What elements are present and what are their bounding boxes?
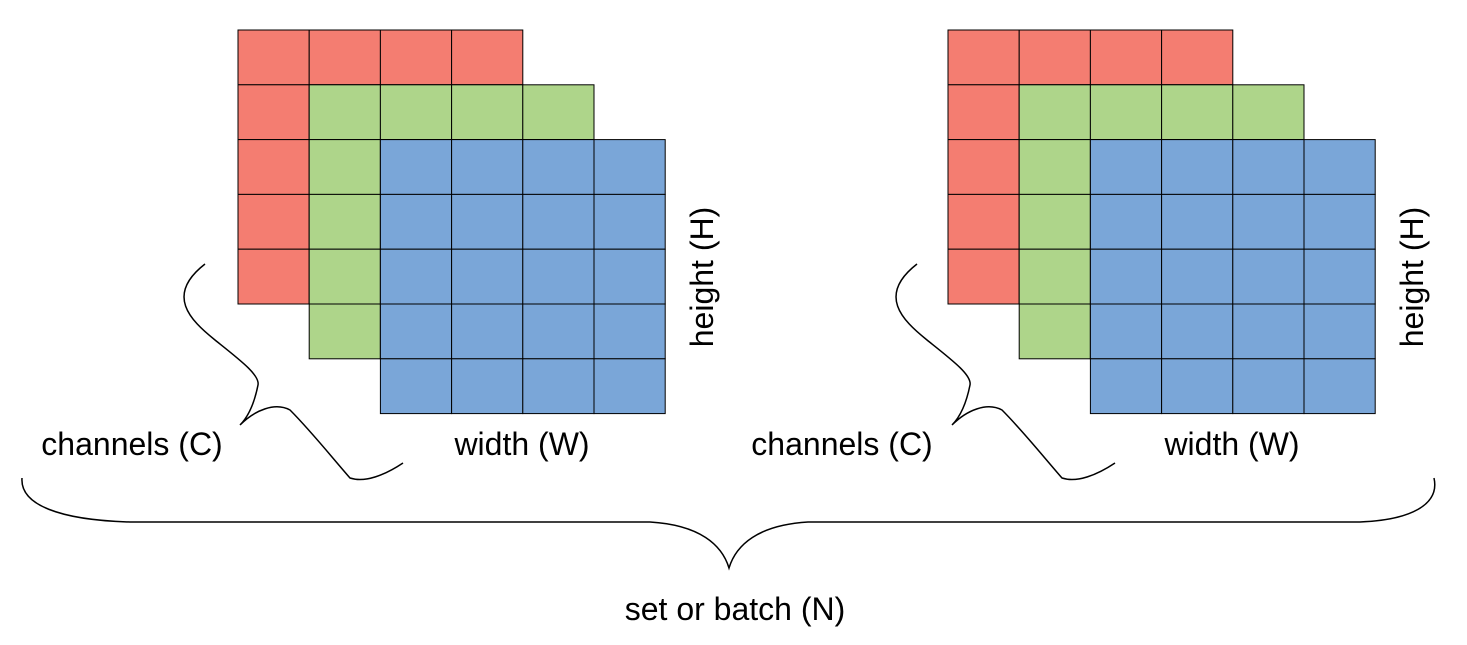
grid-cell xyxy=(1161,84,1234,141)
grid-cell xyxy=(1161,248,1234,305)
grid-cell xyxy=(593,358,666,415)
grid-cell xyxy=(1161,29,1234,86)
grid-cell xyxy=(1089,193,1163,250)
grid-cell xyxy=(379,303,453,360)
channels-label: channels (C) xyxy=(41,426,222,462)
grid-cell xyxy=(308,29,381,86)
channel-stack xyxy=(947,29,1376,415)
grid-cell xyxy=(593,303,666,360)
grid-cell xyxy=(1089,139,1163,195)
grid-cell xyxy=(451,248,524,305)
grid-cell xyxy=(1303,303,1376,360)
grid-cell xyxy=(451,139,524,195)
grid-cell xyxy=(1232,248,1305,305)
grid-cell xyxy=(1303,248,1376,305)
grid-cell xyxy=(379,248,453,305)
grid-cell xyxy=(1303,358,1376,415)
grid-cell xyxy=(1089,303,1163,360)
grid-cell xyxy=(379,29,453,86)
height-label: height (H) xyxy=(1394,207,1430,348)
grid-cell xyxy=(308,139,381,195)
grid-cell xyxy=(593,139,666,195)
grid-cell xyxy=(1303,193,1376,250)
grid-cell xyxy=(1161,303,1234,360)
grid-cell xyxy=(1089,29,1163,86)
grid-cell xyxy=(1303,139,1376,195)
grid-cell xyxy=(237,193,310,250)
grid-cell xyxy=(237,139,310,195)
grid-cell xyxy=(947,193,1020,250)
grid-cell xyxy=(1161,193,1234,250)
channel-blue-layer xyxy=(1089,139,1376,415)
grid-cell xyxy=(947,248,1020,305)
grid-cell xyxy=(237,248,310,305)
grid-cell xyxy=(1018,248,1091,305)
tensor-item-1: channels (C) width (W) height (H) xyxy=(41,29,720,481)
grid-cell xyxy=(1232,84,1305,141)
grid-cell xyxy=(522,84,595,141)
grid-cell xyxy=(237,29,310,86)
batch-label: set or batch (N) xyxy=(625,591,846,627)
grid-cell xyxy=(308,303,381,360)
grid-cell xyxy=(308,193,381,250)
width-label: width (W) xyxy=(453,426,589,462)
grid-cell xyxy=(1232,303,1305,360)
grid-cell xyxy=(947,29,1020,86)
grid-cell xyxy=(379,84,453,141)
grid-cell xyxy=(1018,29,1091,86)
grid-cell xyxy=(1089,358,1163,415)
channel-blue-layer xyxy=(379,139,666,415)
grid-cell xyxy=(1018,193,1091,250)
grid-cell xyxy=(522,139,595,195)
grid-cell xyxy=(1232,193,1305,250)
batch-brace xyxy=(21,477,1436,571)
grid-cell xyxy=(1089,248,1163,305)
height-label: height (H) xyxy=(684,207,720,348)
grid-cell xyxy=(451,193,524,250)
grid-cell xyxy=(1232,139,1305,195)
grid-cell xyxy=(379,139,453,195)
grid-cell xyxy=(451,303,524,360)
grid-cell xyxy=(947,139,1020,195)
grid-cell xyxy=(1018,303,1091,360)
grid-cell xyxy=(1018,139,1091,195)
grid-cell xyxy=(522,358,595,415)
grid-cell xyxy=(593,248,666,305)
grid-cell xyxy=(451,358,524,415)
grid-cell xyxy=(522,193,595,250)
grid-cell xyxy=(308,248,381,305)
grid-cell xyxy=(237,84,310,141)
grid-cell xyxy=(451,84,524,141)
grid-cell xyxy=(1232,358,1305,415)
grid-cell xyxy=(379,193,453,250)
grid-cell xyxy=(593,193,666,250)
grid-cell xyxy=(379,358,453,415)
grid-cell xyxy=(1161,139,1234,195)
grid-cell xyxy=(308,84,381,141)
grid-cell xyxy=(1089,84,1163,141)
width-label: width (W) xyxy=(1163,426,1299,462)
channels-brace xyxy=(183,263,404,481)
tensor-item-2: channels (C) width (W) height (H) xyxy=(751,29,1430,481)
channels-brace xyxy=(895,263,1116,481)
channel-stack xyxy=(237,29,666,415)
grid-cell xyxy=(451,29,524,86)
grid-cell xyxy=(1161,358,1234,415)
channels-label: channels (C) xyxy=(751,426,932,462)
grid-cell xyxy=(522,303,595,360)
grid-cell xyxy=(1018,84,1091,141)
grid-cell xyxy=(522,248,595,305)
grid-cell xyxy=(947,84,1020,141)
